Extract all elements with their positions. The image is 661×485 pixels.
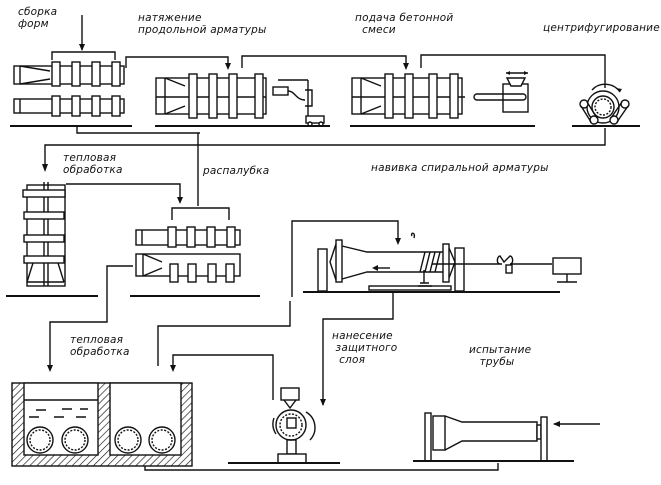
half-form-upper [13,61,125,87]
label-form-assembly: сборка форм [18,6,58,30]
flow-connector [76,126,200,134]
flow-connector [49,265,133,370]
flow-connector [291,220,399,297]
demolding-station [130,207,260,297]
label-heat-treatment-2: тепловая обработка [70,334,130,358]
arrowhead [177,197,183,204]
form-assembly-station [10,15,132,127]
flow-connector [144,463,499,471]
hopper [505,77,527,87]
arrowhead [170,365,176,372]
spiral-winding-station [303,232,582,293]
label-demolding: распалубка [203,165,270,177]
label-concrete-feed: подача бетонной смеси [355,12,454,36]
label-spiral-winding: навивка спиральной арматуры [371,162,549,174]
pipe-test-stand [413,412,600,462]
tension-station [155,73,330,127]
arrowhead [395,238,401,245]
label-protective-layer: нанесение защитного слоя [332,330,398,366]
flow-connector [157,301,291,366]
label-heat-treatment-1: тепловая обработка [63,152,123,176]
vertical-heat-treatment [6,182,98,297]
arrowhead [42,164,48,172]
label-pipe-testing: испытание трубы [469,344,532,368]
label-longitudinal-tension: натяжение продольной арматуры [138,12,267,36]
concrete-feed-station [350,71,535,127]
flow-connector [44,128,606,170]
steam-tank [11,382,193,467]
flow-connector [420,54,606,88]
centrifuge-station [572,83,640,127]
flow-connector [66,183,181,202]
protective-coating-station [228,387,340,464]
arrowhead [47,365,53,372]
conveyor [473,93,527,101]
flow-connector [322,292,394,405]
arrowhead [79,44,85,51]
flow-connector [172,354,274,400]
arrowhead [225,63,231,70]
arrowhead [320,399,326,406]
half-form-lower [13,95,125,117]
flow-connector [241,55,407,68]
label-centrifuging: центрифугирование [543,22,660,34]
lifting-bracket [51,51,116,60]
tension-cart [305,115,325,124]
jack [272,86,289,96]
arrowhead [403,63,409,70]
flow-connector [125,56,229,68]
